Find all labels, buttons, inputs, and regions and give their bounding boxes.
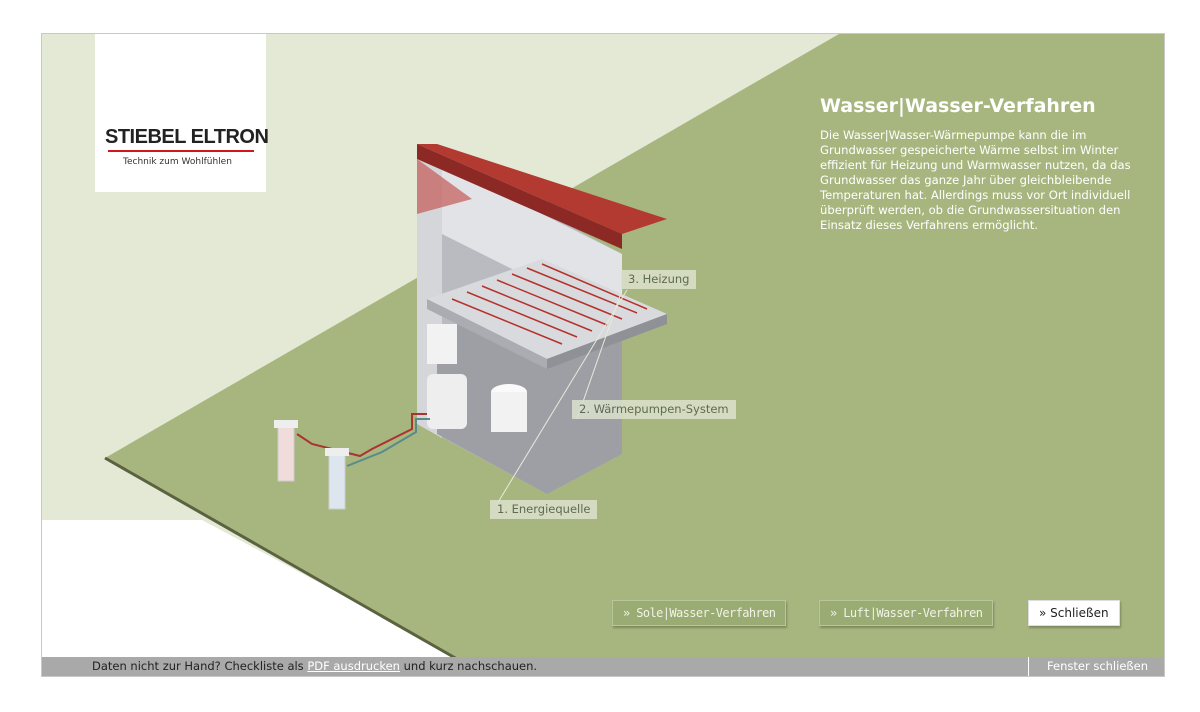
label-waermepumpen-system[interactable]: 2. Wärmepumpen-System — [572, 400, 736, 419]
brand-logo: STIEBEL ELTRON Technik zum Wohlfühlen — [95, 34, 269, 192]
footer-prefix: Daten nicht zur Hand? Checkliste als — [92, 659, 304, 673]
close-button[interactable]: » Schließen — [1028, 600, 1120, 626]
footer-suffix: und kurz nachschauen. — [403, 659, 538, 673]
sole-wasser-button[interactable]: » Sole|Wasser-Verfahren — [612, 600, 787, 626]
label-energiequelle[interactable]: 1. Energiequelle — [490, 500, 598, 519]
luft-wasser-button[interactable]: » Luft|Wasser-Verfahren — [819, 600, 994, 626]
ground-edge — [104, 456, 458, 661]
footer-bar: Daten nicht zur Hand? Checkliste als PDF… — [42, 657, 1164, 676]
info-text: Die Wasser|Wasser-Wärmepumpe kann die im… — [820, 128, 1131, 232]
brand-tagline: Technik zum Wohlfühlen — [123, 157, 232, 167]
popup-window: STIEBEL ELTRON Technik zum Wohlfühlen Wa… — [41, 33, 1165, 677]
illustration — [42, 34, 1164, 661]
ground-plane — [105, 34, 1164, 659]
white-corner — [42, 520, 462, 659]
info-title: Wasser|Wasser-Verfahren — [820, 95, 1096, 117]
house-illustration — [274, 144, 667, 510]
label-heizung[interactable]: 3. Heizung — [621, 270, 697, 289]
info-panel: Wasser|Wasser-Verfahren Die Wasser|Wasse… — [820, 94, 1155, 233]
logo-underline — [108, 150, 254, 152]
brand-name: STIEBEL ELTRON — [105, 126, 269, 148]
close-window-link[interactable]: Fenster schließen — [1028, 657, 1148, 676]
pdf-print-link[interactable]: PDF ausdrucken — [307, 659, 400, 673]
